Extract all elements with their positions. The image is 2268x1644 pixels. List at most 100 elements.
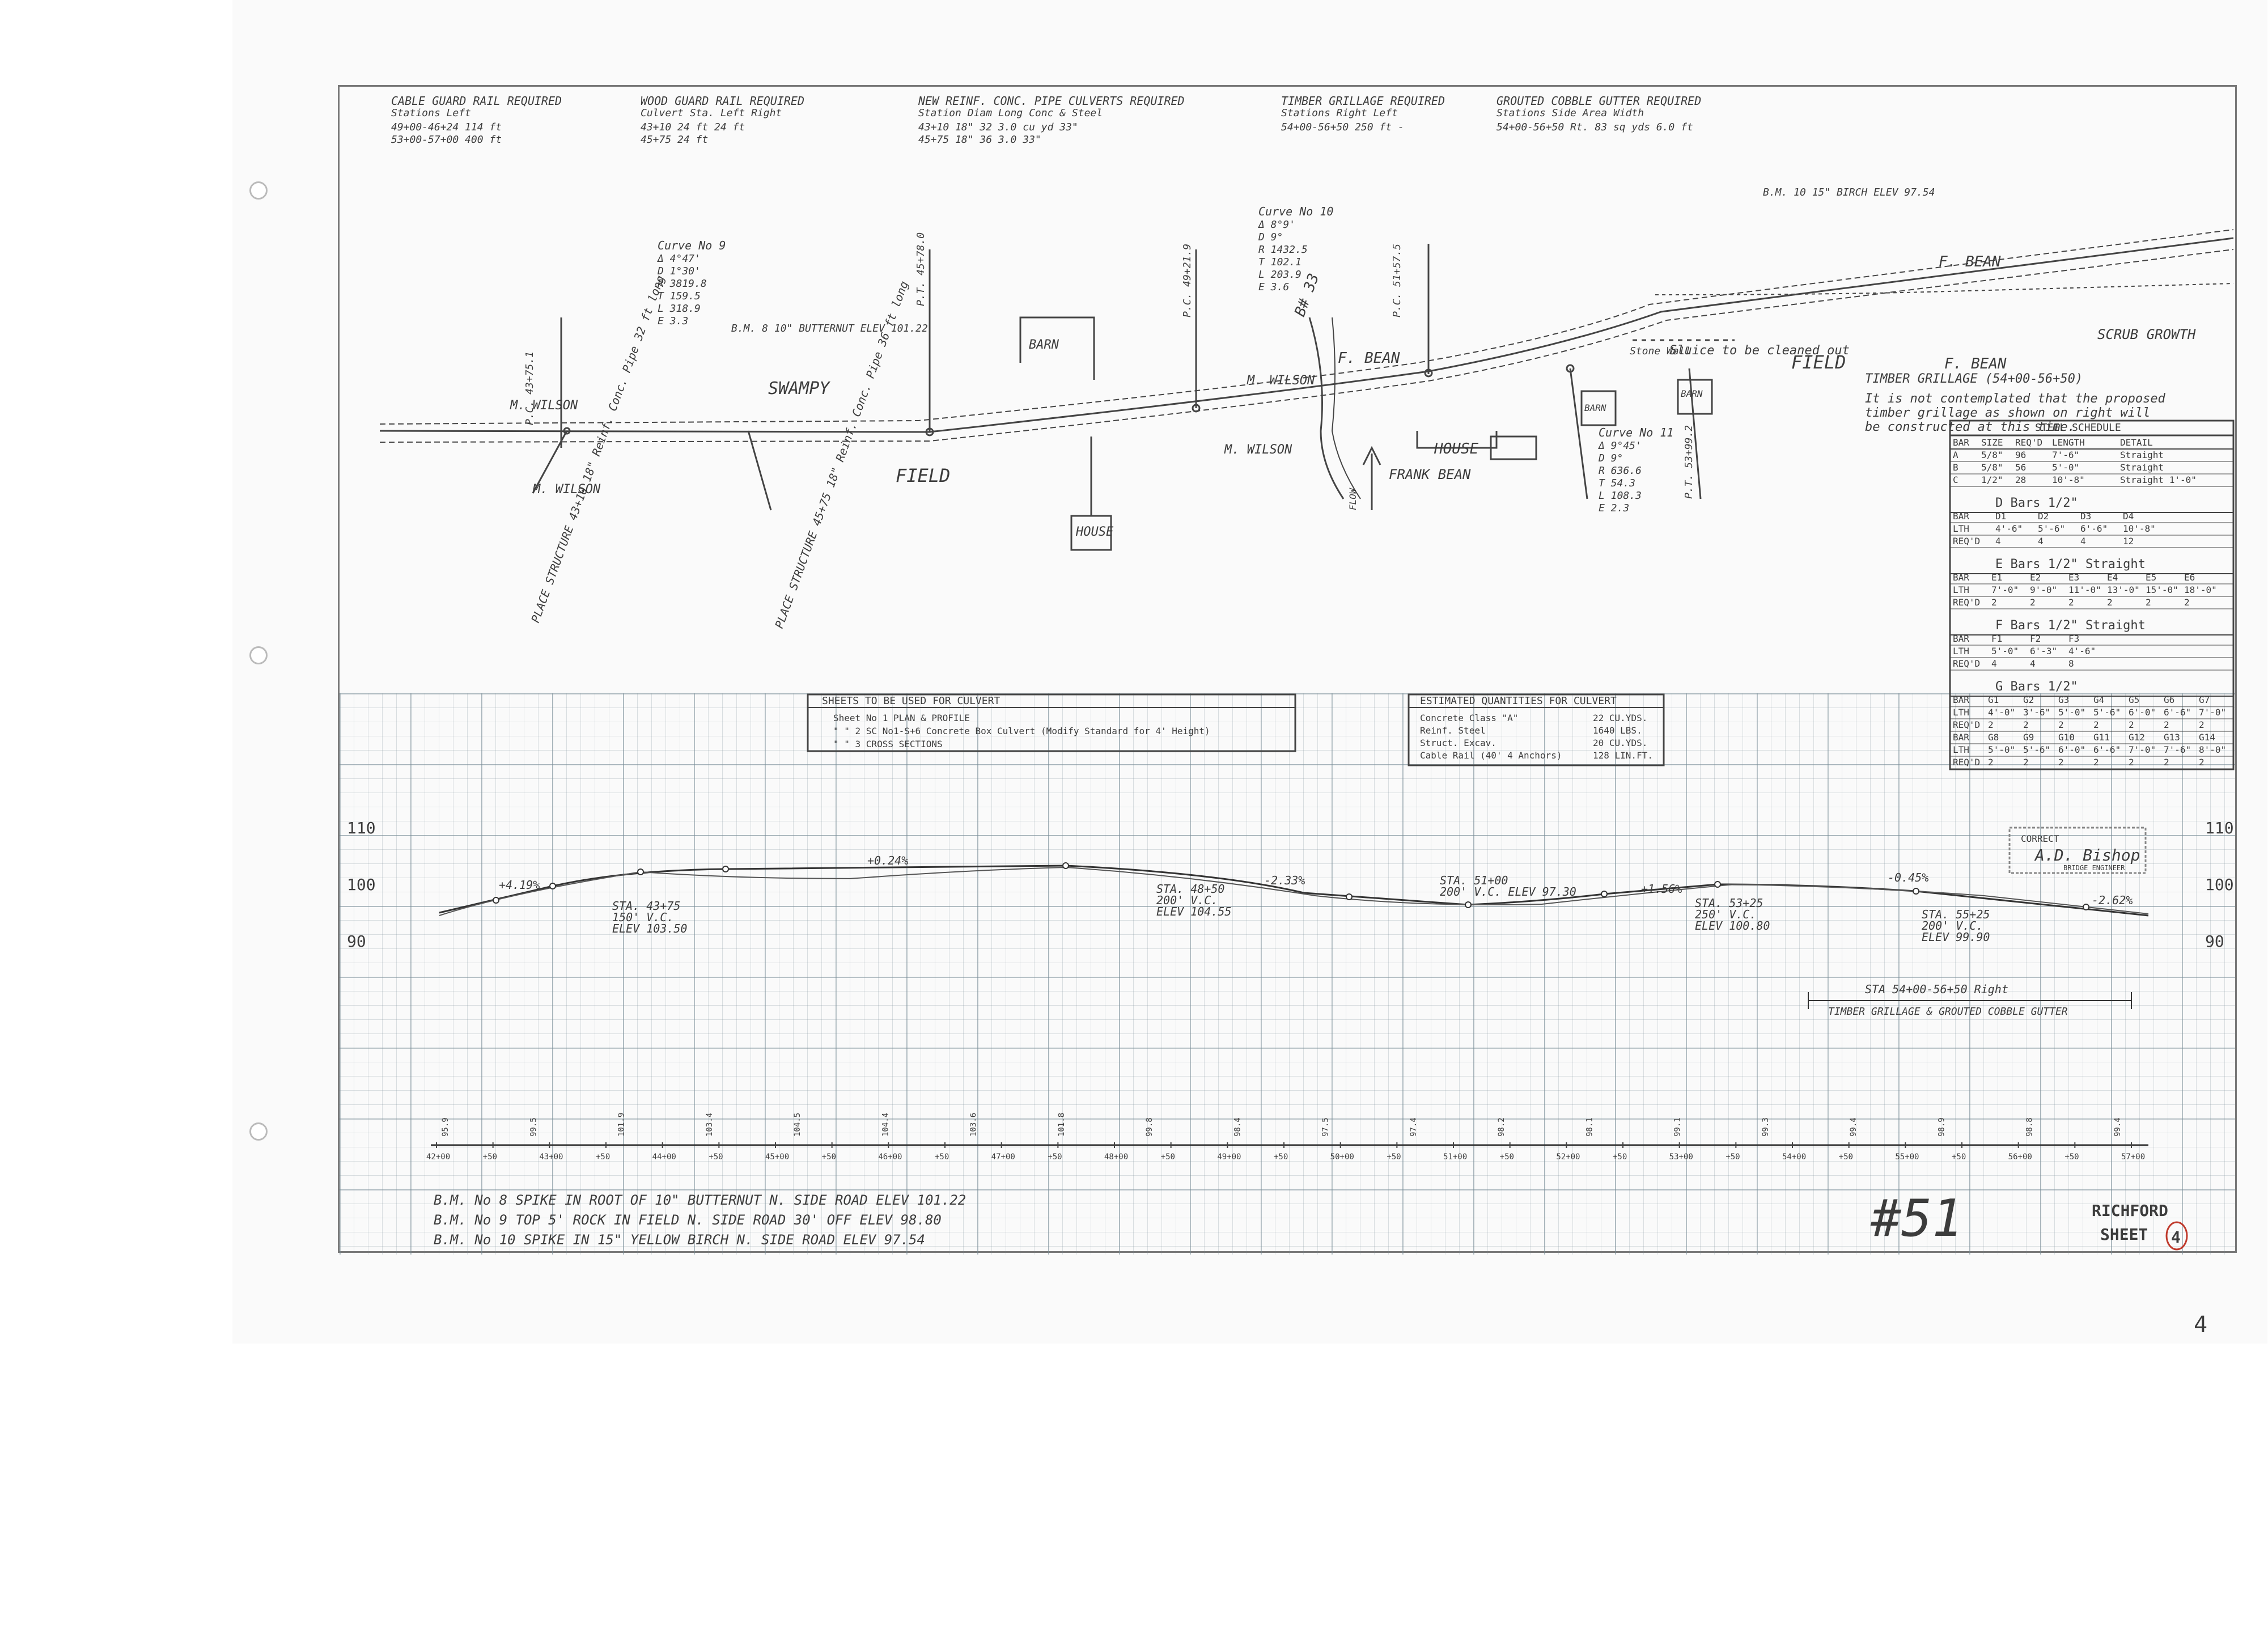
- steel-cell: 6'-0": [2129, 707, 2156, 718]
- steel-cell: G2: [2023, 694, 2034, 705]
- steel-subtitle: G Bars 1/2": [1995, 680, 2078, 694]
- steel-cell: 9'-0": [2030, 584, 2057, 595]
- curve-param: E 3.6: [1258, 281, 1289, 293]
- elev-tick-left: 110: [347, 819, 376, 837]
- requirement-row: 43+10 18" 32 3.0 cu yd 33": [918, 121, 1078, 133]
- requirement-columns: Stations Side Area Width: [1497, 107, 1644, 119]
- curve-param: T 159.5: [658, 290, 701, 302]
- grillage-line: It is not contemplated that the proposed: [1865, 392, 2166, 406]
- steel-cell: 2: [2164, 757, 2169, 768]
- quantity-value: 1640 LBS.: [1593, 725, 1642, 736]
- quantity-value: 22 CU.YDS.: [1593, 713, 1647, 723]
- steel-cell: 4'-6": [1995, 523, 2023, 534]
- curve-param: E 3.3: [658, 315, 688, 327]
- grillage-note: TIMBER GRILLAGE (54+00-56+50) It is not …: [1865, 372, 2166, 434]
- steel-cell: 96: [2015, 450, 2026, 460]
- binder-hole: [249, 181, 268, 200]
- steel-cell: F1: [1991, 633, 2002, 644]
- steel-cell: 5'-0": [1991, 646, 2019, 656]
- steel-cell: 5'-0": [1988, 744, 2015, 755]
- elev-tick-right: 110: [2205, 819, 2234, 837]
- steel-cell: G9: [2023, 732, 2034, 743]
- steel-cell: 56: [2015, 462, 2026, 473]
- vc-note: STA. 55+25: [1922, 908, 1990, 921]
- stamp-title: CORRECT: [2021, 833, 2059, 844]
- station-tick-label: +50: [1839, 1153, 1853, 1162]
- station-label: P.C. 49+21.9: [1181, 244, 1193, 317]
- steel-cell: 4'-0": [1988, 707, 2015, 718]
- approval-stamp: CORRECT A.D. Bishop BRIDGE ENGINEER: [2008, 827, 2147, 874]
- curve-param: D 9°: [1598, 452, 1623, 464]
- building-label: BARN: [1029, 338, 1059, 352]
- steel-cell: 2: [1991, 597, 1997, 608]
- elevation-reading: 98.8: [2025, 1117, 2034, 1137]
- grade-label: +1.56%: [1641, 882, 1682, 896]
- flow-label: FLOW: [1347, 488, 1358, 510]
- station-tick-label: 51+00: [1443, 1153, 1467, 1162]
- curve-data: Curve No 9Δ 4°47'D 1°30'R 3819.8T 159.5L…: [657, 205, 1673, 514]
- quantity-item: Reinf. Steel: [1420, 725, 1486, 736]
- steel-cell: LTH: [1953, 744, 1969, 755]
- owner-label: M. WILSON: [1247, 374, 1315, 388]
- requirement-row: 54+00-56+50 Rt. 83 sq yds 6.0 ft: [1497, 121, 1693, 133]
- steel-cell: 7'-0": [1991, 584, 2019, 595]
- steel-cell: B: [1953, 462, 1958, 473]
- steel-cell: 5'-6": [2093, 707, 2121, 718]
- steel-cell: REQ'D: [1953, 757, 1980, 768]
- benchmark-label: B.M. 8 10" BUTTERNUT ELEV 101.22: [731, 323, 928, 334]
- steel-cell: D2: [2038, 511, 2049, 522]
- steel-cell: 2: [2068, 597, 2074, 608]
- requirement-row: 45+75 24 ft: [641, 134, 708, 146]
- corner-mark: 4: [2194, 1312, 2207, 1338]
- steel-cell: 6'-3": [2030, 646, 2057, 656]
- station-tick-label: +50: [596, 1153, 610, 1162]
- elevation-reading: 98.9: [1937, 1117, 1946, 1137]
- steel-cell: 2: [1988, 757, 1994, 768]
- station-dot: [925, 427, 934, 437]
- station-tick-label: 46+00: [878, 1153, 902, 1162]
- requirement-row: 43+10 24 ft 24 ft: [641, 121, 745, 133]
- culvert-leader: [532, 430, 568, 494]
- steel-cell: 6'-6": [2093, 744, 2121, 755]
- steel-cell: 7'-0": [2199, 707, 2226, 718]
- steel-cell: G3: [2058, 694, 2069, 705]
- steel-cell: E4: [2107, 572, 2118, 583]
- steel-cell: F2: [2030, 633, 2041, 644]
- grillage-title: TIMBER GRILLAGE (54+00-56+50): [1865, 372, 2083, 386]
- pt-marker: [1688, 368, 1702, 499]
- steel-cell: 2: [2093, 757, 2099, 768]
- elevation-reading: 98.1: [1585, 1117, 1594, 1137]
- vc-note: ELEV 100.80: [1695, 919, 1770, 933]
- curve-param: L 108.3: [1599, 490, 1642, 502]
- station-tick-label: 50+00: [1330, 1153, 1354, 1162]
- station-tick-label: +50: [1274, 1153, 1288, 1162]
- curve-param: D 9°: [1258, 231, 1283, 243]
- owner-label: M. WILSON: [532, 482, 601, 497]
- plan-view: [379, 229, 2234, 551]
- steel-cell: G6: [2164, 694, 2174, 705]
- steel-cell: E5: [2146, 572, 2156, 583]
- elevation-reading: 104.4: [881, 1113, 890, 1137]
- steel-cell: BAR: [1953, 732, 1969, 743]
- elev-tick-right: 90: [2205, 932, 2224, 951]
- station-tick-label: +50: [1048, 1153, 1062, 1162]
- quantity-item: Struct. Excav.: [1420, 738, 1497, 748]
- house-outline: [1416, 431, 1498, 449]
- station-dot: [1192, 404, 1201, 413]
- steel-cell: 12: [2123, 536, 2134, 546]
- steel-cell: 6'-6": [2080, 523, 2108, 534]
- station-tick-label: 53+00: [1669, 1153, 1693, 1162]
- station-tick-label: 48+00: [1104, 1153, 1128, 1162]
- requirement-row: 49+00-46+24 114 ft: [391, 121, 502, 133]
- vc-note: STA. 51+00: [1440, 874, 1508, 887]
- benchmark-line: B.M. No 8 SPIKE IN ROOT OF 10" BUTTERNUT…: [434, 1192, 966, 1208]
- house-outline: [1490, 435, 1537, 460]
- sheet-number-circle: [2165, 1221, 2188, 1251]
- curve-param: T 54.3: [1599, 477, 1635, 489]
- vc-note: 250' V.C.: [1695, 908, 1756, 921]
- steel-cell: 2: [2058, 719, 2064, 730]
- station-tick-label: 52+00: [1556, 1153, 1580, 1162]
- station-label: P.C. 43+75.1: [524, 351, 536, 425]
